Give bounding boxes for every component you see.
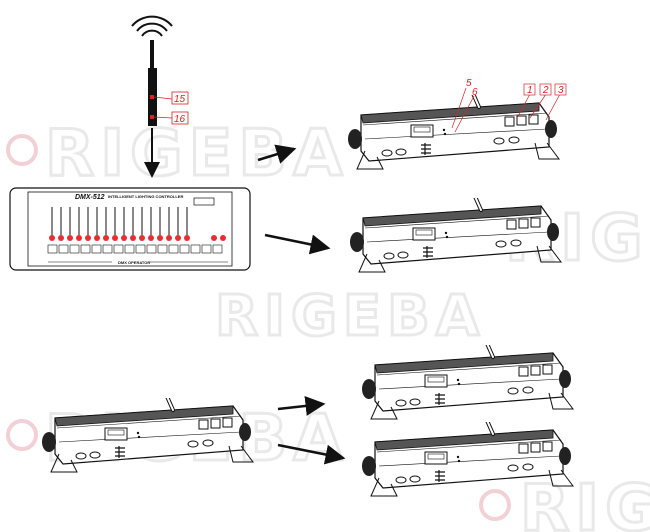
wireless-transmitter: 15 16 <box>131 15 189 178</box>
controller-button <box>190 244 201 254</box>
arrow-to-fixture-3 <box>277 395 326 416</box>
signal-arrows <box>257 144 346 465</box>
controller-button <box>47 244 58 254</box>
fader-knob <box>67 235 73 241</box>
controller-button <box>212 244 223 254</box>
controller-button <box>102 244 113 254</box>
callout-16: 16 <box>174 114 186 125</box>
fader-knob <box>76 235 82 241</box>
svg-text:RIGEBA: RIGEBA <box>215 284 485 349</box>
controller-footer: DMX OPERATOR <box>118 260 150 265</box>
callout-15: 15 <box>174 94 186 105</box>
fader-knob <box>139 235 145 241</box>
controller-subtitle: INTELLIGENT LIGHTING CONTROLLER <box>108 194 183 199</box>
callout-5: 5 <box>466 78 472 89</box>
fader-knob <box>220 235 226 241</box>
fader-knob <box>148 235 154 241</box>
light-fixture-1 <box>348 89 559 169</box>
fader-knob <box>211 235 217 241</box>
wifi-signal-icon <box>131 15 173 37</box>
controller-button <box>146 244 157 254</box>
fader-knob <box>85 235 91 241</box>
fixture-callouts <box>451 83 567 133</box>
fader-knob <box>157 235 163 241</box>
fader-knob <box>175 235 181 241</box>
controller-button <box>58 244 69 254</box>
arrow-to-fixture-1 <box>257 144 297 164</box>
arrow-to-fixture-2 <box>264 233 331 255</box>
callout-6: 6 <box>472 87 478 98</box>
fader-knob <box>58 235 64 241</box>
fader-knob <box>166 235 172 241</box>
controller-button <box>135 244 146 254</box>
fader-knob <box>94 235 100 241</box>
controller-button <box>179 244 190 254</box>
callout-2: 2 <box>542 85 549 96</box>
button-bank <box>47 244 228 263</box>
controller-button <box>69 244 80 254</box>
controller-button <box>91 244 102 254</box>
fader-bank <box>49 207 226 241</box>
arrow-to-fixture-4 <box>277 443 346 465</box>
fader-knob <box>49 235 55 241</box>
light-fixture-3 <box>362 339 573 419</box>
controller-button <box>201 244 212 254</box>
fader-knob <box>103 235 109 241</box>
svg-text:RIGEBA: RIGEBA <box>45 117 349 191</box>
fader-knob <box>121 235 127 241</box>
controller-button <box>124 244 135 254</box>
callout-1: 1 <box>527 85 533 96</box>
controller-button <box>168 244 179 254</box>
fader-knob <box>112 235 118 241</box>
controller-button <box>80 244 91 254</box>
controller-model: DMX-512 <box>75 194 105 201</box>
callout-3: 3 <box>558 85 564 96</box>
controller-button <box>157 244 168 254</box>
dmx-controller: DMX-512 INTELLIGENT LIGHTING CONTROLLER … <box>9 187 251 271</box>
fader-knob <box>184 235 190 241</box>
controller-button <box>113 244 124 254</box>
svg-text:RIGEBA: RIGEBA <box>520 472 650 532</box>
fader-knob <box>130 235 136 241</box>
